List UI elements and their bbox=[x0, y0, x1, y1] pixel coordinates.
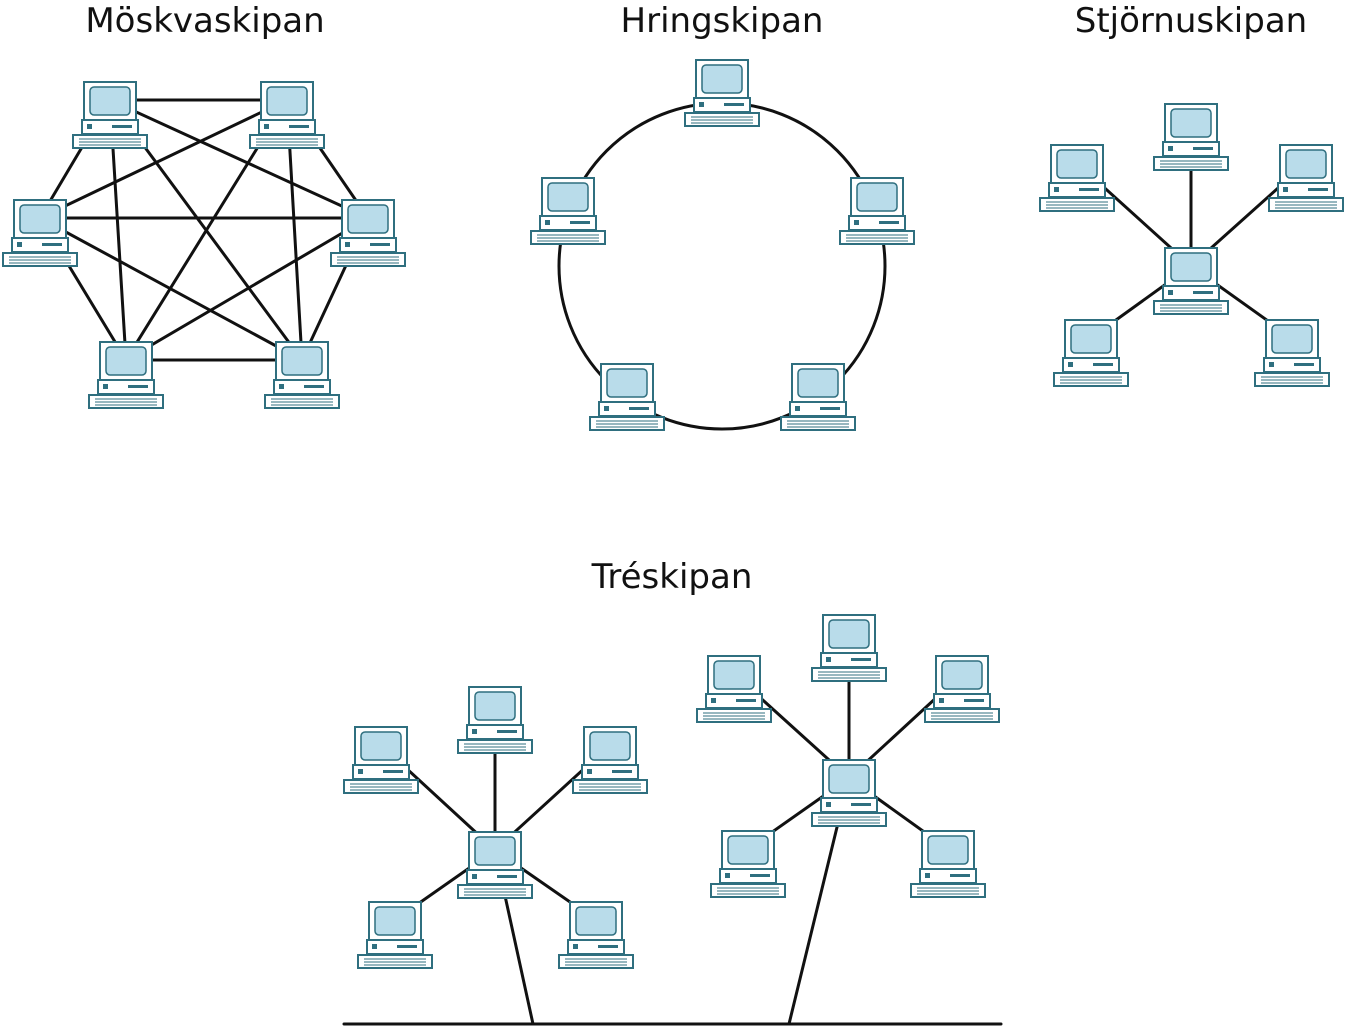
desktop-computer-icon bbox=[2, 199, 78, 267]
desktop-computer-icon bbox=[910, 830, 986, 898]
tree-links bbox=[342, 631, 1003, 1026]
desktop-computer-icon bbox=[457, 831, 533, 899]
star-title: Stjörnuskipan bbox=[1075, 1, 1307, 41]
ring-title: Hringskipan bbox=[621, 1, 824, 41]
tree-computers bbox=[343, 614, 1000, 969]
desktop-computer-icon bbox=[357, 901, 433, 969]
desktop-computer-icon bbox=[558, 901, 634, 969]
desktop-computer-icon bbox=[1153, 247, 1229, 315]
desktop-computer-icon bbox=[88, 341, 164, 409]
mesh-title: Möskvaskipan bbox=[85, 1, 324, 41]
desktop-computer-icon bbox=[572, 726, 648, 794]
desktop-computer-icon bbox=[696, 655, 772, 723]
desktop-computer-icon bbox=[924, 655, 1000, 723]
desktop-computer-icon bbox=[343, 726, 419, 794]
desktop-computer-icon bbox=[589, 363, 665, 431]
ring-computers bbox=[530, 59, 915, 431]
desktop-computer-icon bbox=[1153, 103, 1229, 171]
desktop-computer-icon bbox=[780, 363, 856, 431]
desktop-computer-icon bbox=[530, 177, 606, 245]
desktop-computer-icon bbox=[1053, 319, 1129, 387]
desktop-computer-icon bbox=[839, 177, 915, 245]
desktop-computer-icon bbox=[811, 759, 887, 827]
desktop-computer-icon bbox=[684, 59, 760, 127]
desktop-computer-icon bbox=[710, 830, 786, 898]
tree-title: Tréskipan bbox=[591, 557, 753, 597]
desktop-computer-icon bbox=[249, 81, 325, 149]
desktop-computer-icon bbox=[1039, 144, 1115, 212]
desktop-computer-icon bbox=[457, 686, 533, 754]
desktop-computer-icon bbox=[264, 341, 340, 409]
desktop-computer-icon bbox=[72, 81, 148, 149]
desktop-computer-icon bbox=[1254, 319, 1330, 387]
desktop-computer-icon bbox=[330, 199, 406, 267]
desktop-computer-icon bbox=[1268, 144, 1344, 212]
desktop-computer-icon bbox=[811, 614, 887, 682]
